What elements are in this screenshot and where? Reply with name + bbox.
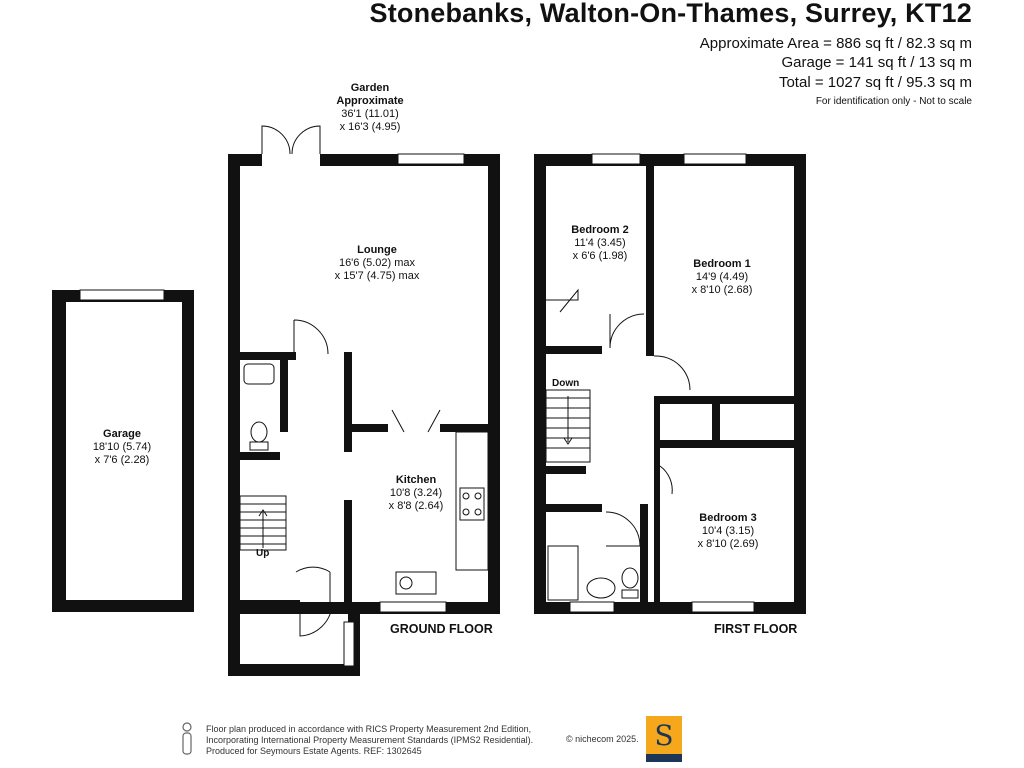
agent-logo: S <box>646 716 682 762</box>
garden-dim-2: x 16'3 (4.95) <box>339 121 401 133</box>
garden-label: Garden Approximate 36'1 (11.01) x 16'3 (… <box>336 82 403 134</box>
kitchen-dim-1: 10'8 (3.24) <box>389 487 443 499</box>
internal-walls <box>240 166 794 606</box>
first-floor-label: FIRST FLOOR <box>714 622 798 636</box>
footer-line-2: Incorporating International Property Mea… <box>206 735 534 745</box>
stairs-up-label: Up <box>256 548 270 559</box>
garage-dim-2: x 7'6 (2.28) <box>94 454 150 466</box>
property-title: Stonebanks, Walton-On-Thames, Surrey, KT… <box>369 0 972 28</box>
bedroom1-dim-2: x 8'10 (2.68) <box>691 284 753 296</box>
garden-name: Garden <box>350 82 390 94</box>
kitchen-name: Kitchen <box>395 474 437 486</box>
lounge-dim-2: x 15'7 (4.75) max <box>334 270 420 282</box>
approx-area: Approximate Area = 886 sq ft / 82.3 sq m <box>699 35 972 52</box>
lounge-dim-1: 16'6 (5.02) max <box>338 257 416 269</box>
stairs-down-label: Down <box>552 378 580 389</box>
kitchen-dim-2: x 8'8 (2.64) <box>388 500 444 512</box>
garage-name: Garage <box>103 428 141 440</box>
kitchen-label: Kitchen 10'8 (3.24) x 8'8 (2.64) <box>389 474 444 513</box>
lounge-name: Lounge <box>357 244 397 256</box>
garage-dim-1: 18'10 (5.74) <box>92 441 152 453</box>
room-interiors <box>66 166 794 664</box>
bedroom3-label: Bedroom 3 10'4 (3.15) x 8'10 (2.69) <box>698 512 759 551</box>
garage-area: Garage = 141 sq ft / 13 sq m <box>781 54 972 71</box>
staircases <box>239 389 591 551</box>
copyright: © nichecom 2025. <box>566 734 639 744</box>
scale-note: For identification only - Not to scale <box>815 96 972 107</box>
garage-label: Garage 18'10 (5.74) x 7'6 (2.28) <box>93 428 151 467</box>
bedroom1-dim-1: 14'9 (4.49) <box>695 271 749 283</box>
bedroom2-name: Bedroom 2 <box>571 224 629 236</box>
fixtures <box>243 363 639 601</box>
garden-dim-1: 36'1 (11.01) <box>341 108 399 120</box>
footer-line-1: Floor plan produced in accordance with R… <box>206 724 532 734</box>
person-icon <box>182 722 192 755</box>
windows <box>79 153 755 667</box>
bedroom3-dim-1: 10'4 (3.15) <box>701 525 755 537</box>
door-swings <box>261 125 691 637</box>
footer-line-3: Produced for Seymours Estate Agents. REF… <box>206 746 422 756</box>
bedroom2-label: Bedroom 2 11'4 (3.45) x 6'6 (1.98) <box>571 224 628 263</box>
garden-door-gap <box>262 152 320 168</box>
ground-floor-label: GROUND FLOOR <box>390 622 493 636</box>
bedroom2-dim-1: 11'4 (3.45) <box>574 237 626 249</box>
bedroom3-dim-2: x 8'10 (2.69) <box>697 538 759 550</box>
bedroom1-label: Bedroom 1 14'9 (4.49) x 8'10 (2.68) <box>692 258 753 297</box>
bedroom2-dim-2: x 6'6 (1.98) <box>572 250 628 262</box>
bedroom3-name: Bedroom 3 <box>699 512 757 524</box>
footer-notes: Floor plan produced in accordance with R… <box>206 724 533 757</box>
total-area: Total = 1027 sq ft / 95.3 sq m <box>778 74 972 91</box>
bedroom1-name: Bedroom 1 <box>693 258 751 270</box>
lounge-label: Lounge 16'6 (5.02) max x 15'7 (4.75) max <box>335 244 420 283</box>
garden-name-2: Approximate <box>336 95 404 107</box>
